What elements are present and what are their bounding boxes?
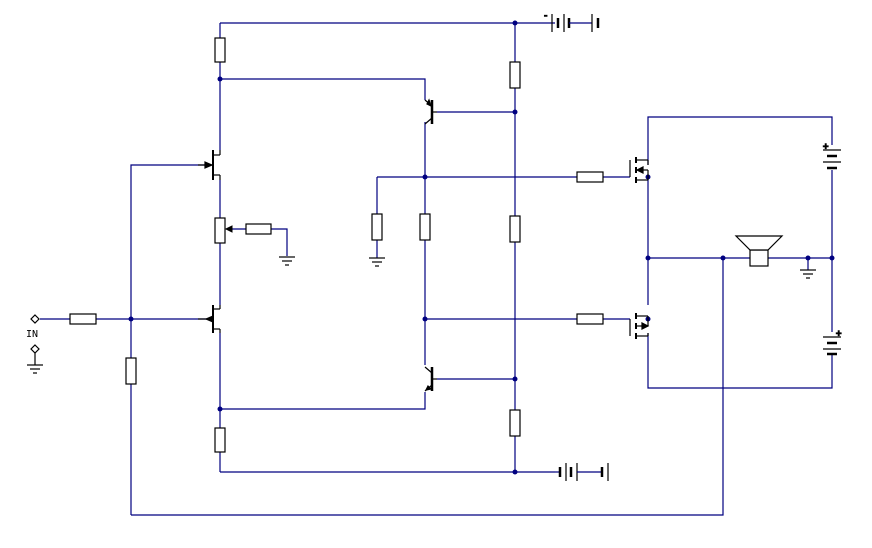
wires [40,22,833,516]
jfet-upper [198,150,221,180]
battery-top-minus: - [543,11,548,21]
resistors [69,37,604,453]
ground-speaker [800,269,816,279]
ground-pot [279,256,295,266]
junction-dots [128,20,835,475]
ground-input [27,353,43,374]
resistor-r8 [576,313,604,325]
speaker-icon [734,235,784,267]
battery-right-lower-plus: + [836,329,842,339]
potentiometer [214,217,233,244]
resistor-r4 [419,213,431,241]
resistor-r3 [371,213,383,241]
bjt-lower [424,366,437,392]
battery-right-lower: + [823,328,843,356]
input-label: IN [26,329,38,340]
resistor-r2 [509,61,521,89]
resistor-r9 [69,313,97,325]
mosfet-lower [629,313,650,339]
resistor-r5 [509,215,521,243]
jfet-lower [198,305,221,333]
battery-right-upper-plus: + [823,142,829,152]
mosfet-upper [629,157,649,183]
resistor-r1 [214,37,226,63]
battery-right-upper: + [822,141,841,170]
bjt-upper [424,98,437,125]
resistor-r6 [245,223,272,235]
battery-bottom [555,463,609,481]
resistor-r11 [214,427,226,453]
input-terminal: IN [26,314,40,354]
resistor-r10 [125,357,137,385]
resistor-r7 [576,171,604,183]
battery-top: - [542,10,600,32]
ground-center [369,257,385,267]
resistor-r12 [509,409,521,437]
